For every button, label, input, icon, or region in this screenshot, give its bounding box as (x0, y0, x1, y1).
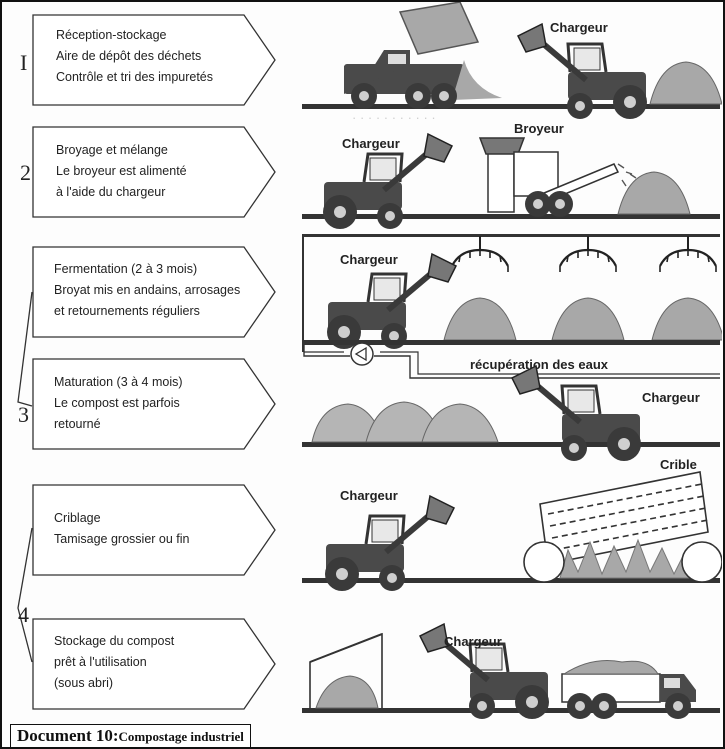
step-1-line-3: Contrôle et tri des impuretés (56, 70, 214, 84)
step-text-stockage: Stockage du compost prêt à l'utilisation… (54, 631, 174, 694)
dump-truck (344, 2, 502, 109)
step-3-line-1: Fermentation (2 à 3 mois) (54, 262, 198, 276)
label-chargeur-6: Chargeur (444, 634, 502, 649)
label-chargeur-2: Chargeur (342, 136, 400, 151)
step-number-3: 3 (18, 402, 29, 427)
stockage-line-2: prêt à l'utilisation (54, 655, 147, 669)
maturation-heaps (311, 401, 499, 443)
label-chargeur-4: Chargeur (642, 390, 700, 405)
process-illustrations: Chargeur Chargeur Broyeur C (302, 2, 722, 722)
shredder-machine (478, 137, 637, 217)
step-bubble-1: Réception-stockage Aire de dépôt des déc… (32, 14, 277, 106)
label-chargeur-1: Chargeur (550, 20, 608, 35)
step-2-line-2: Le broyeur est alimenté (56, 164, 187, 178)
step-2-line-3: à l'aide du chargeur (56, 185, 166, 199)
bubble-shape (32, 358, 276, 450)
sprinkler-3 (658, 234, 718, 274)
heap-row3-c (651, 297, 722, 341)
step-3-line-2: Broyat mis en andains, arrosages (54, 283, 241, 297)
maturation-line-2: Le compost est parfois (54, 396, 180, 410)
background-ghost-text: · · · · · · · · · · · (352, 110, 436, 125)
heap-row2 (617, 171, 691, 215)
heap-row3-a (443, 297, 517, 341)
maturation-line-1: Maturation (3 à 4 mois) (54, 375, 183, 389)
label-crible: Crible (660, 457, 697, 472)
step-bubble-stockage: Stockage du compost prêt à l'utilisation… (32, 618, 277, 710)
label-chargeur-5: Chargeur (340, 488, 398, 503)
bubble-shape (32, 126, 276, 218)
step-text-maturation: Maturation (3 à 4 mois) Le compost est p… (54, 372, 183, 435)
step-number-4: 4 (18, 602, 29, 627)
loader-row5 (325, 496, 454, 591)
step-number-1: I (20, 50, 28, 75)
step-text-3: Fermentation (2 à 3 mois) Broyat mis en … (54, 259, 240, 322)
label-broyeur: Broyeur (514, 121, 564, 136)
heap-row3-b (551, 297, 625, 341)
step-4-line-2: Tamisage grossier ou fin (54, 532, 190, 546)
step-3-line-3: et retournements réguliers (54, 304, 200, 318)
bubble-shape (32, 14, 276, 106)
step-number-2: 2 (20, 160, 31, 185)
step-1-line-2: Aire de dépôt des déchets (56, 49, 202, 63)
step-text-2: Broyage et mélange Le broyeur est alimen… (56, 140, 187, 203)
maturation-line-3: retourné (54, 417, 101, 431)
step-2-line-1: Broyage et mélange (56, 143, 168, 157)
loader-row3 (327, 254, 456, 349)
heap-row1 (649, 61, 722, 105)
step-text-4: Criblage Tamisage grossier ou fin (54, 508, 189, 550)
pump-icon (350, 342, 374, 366)
label-chargeur-3: Chargeur (340, 252, 398, 267)
step-bubble-3: Fermentation (2 à 3 mois) Broyat mis en … (32, 246, 277, 338)
delivery-truck (561, 660, 696, 719)
bubble-shape (32, 618, 276, 710)
step-bubble-maturation: Maturation (3 à 4 mois) Le compost est p… (32, 358, 277, 450)
caption-main: Document 10: (17, 726, 119, 745)
sprinkler-2 (558, 234, 618, 274)
storage-shelter (309, 632, 383, 709)
step-4-line-1: Criblage (54, 511, 101, 525)
bubble-shape (32, 246, 276, 338)
stockage-line-1: Stockage du compost (54, 634, 175, 648)
label-recuperation: récupération des eaux (470, 357, 609, 372)
stockage-line-3: (sous abri) (54, 676, 114, 690)
step-bubble-4: Criblage Tamisage grossier ou fin (32, 484, 277, 576)
step-bubble-2: Broyage et mélange Le broyeur est alimen… (32, 126, 277, 218)
sprinkler-1 (450, 234, 510, 274)
bubble-shape (32, 484, 276, 576)
step-text-1: Réception-stockage Aire de dépôt des déc… (56, 25, 213, 88)
caption-sub: Compostage industriel (118, 729, 244, 744)
document-caption: Document 10:Compostage industriel (10, 724, 251, 747)
step-1-line-1: Réception-stockage (56, 28, 167, 42)
screen-machine (523, 471, 722, 583)
